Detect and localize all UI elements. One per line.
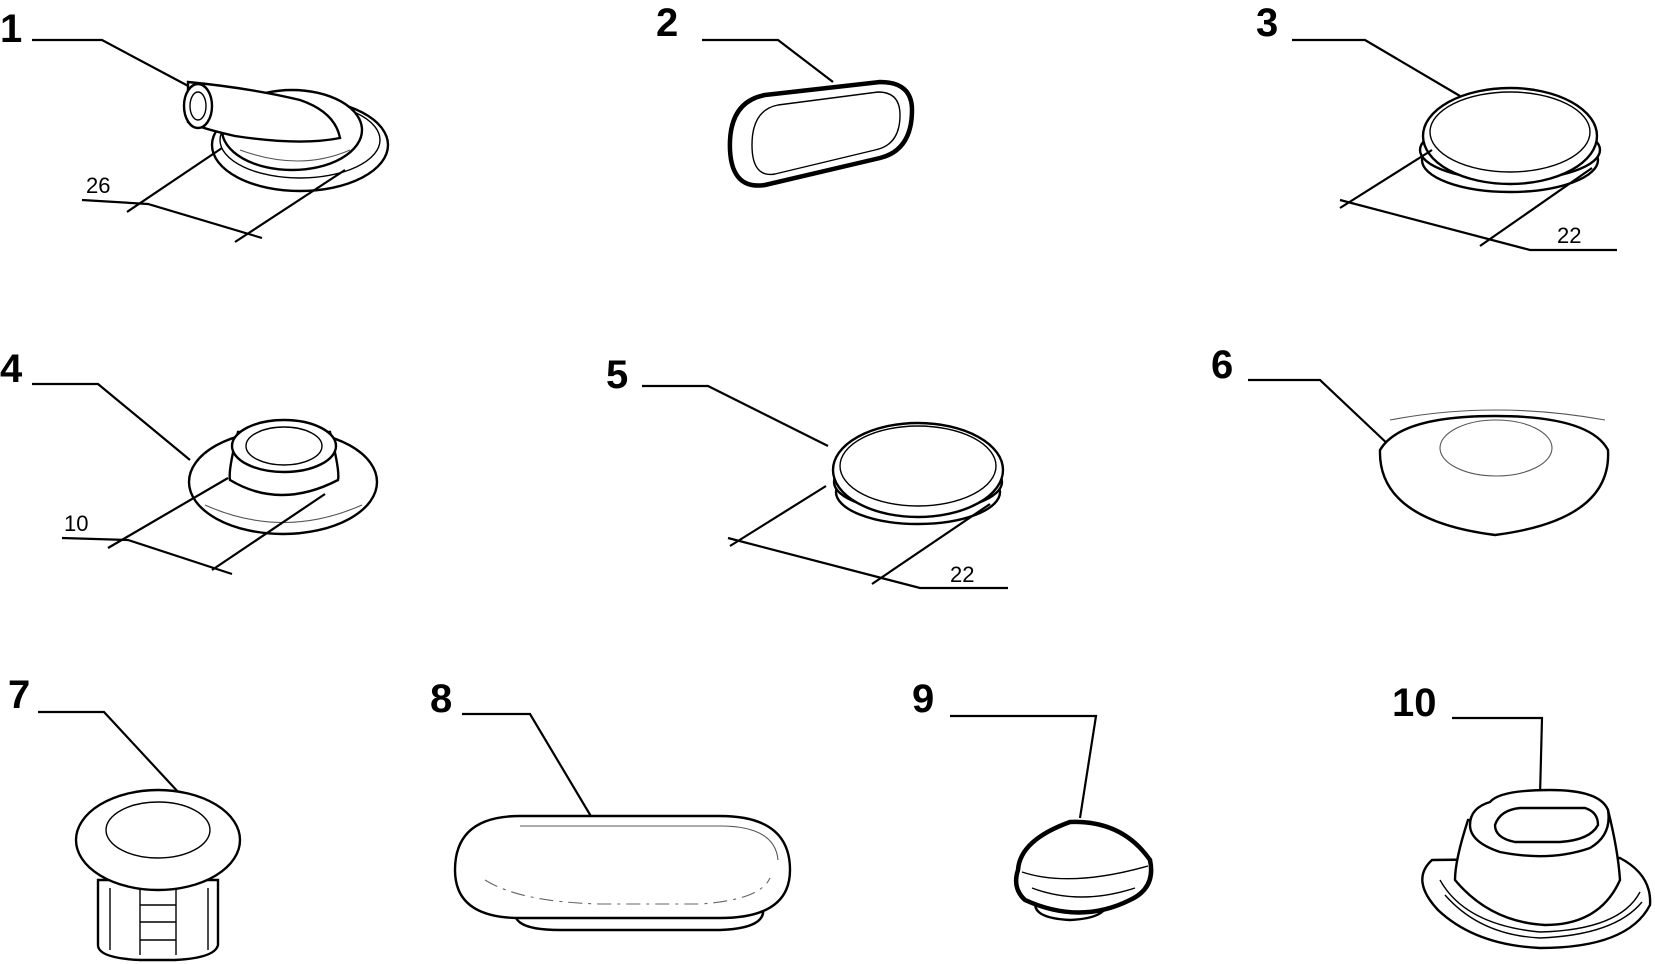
part-1: 1 26 (0, 7, 390, 243)
grommet-tube (186, 80, 342, 143)
callout-number: 3 (1256, 1, 1278, 45)
dimension-label: 22 (1557, 223, 1581, 248)
part-6: 6 (1211, 343, 1613, 537)
plug-body (1013, 819, 1154, 915)
callout-number: 9 (912, 677, 934, 721)
cap-top (1421, 86, 1599, 186)
plug-shank (96, 878, 220, 962)
dimension-label: 22 (950, 562, 974, 587)
part-8: 8 (430, 677, 792, 932)
oval-plug-body (727, 79, 915, 188)
leader-line (462, 712, 593, 819)
callout-number: 10 (1392, 681, 1437, 725)
part-2: 2 (656, 1, 915, 188)
leader-line (642, 384, 829, 447)
dimension-label: 26 (86, 173, 110, 198)
callout-number: 4 (0, 347, 23, 391)
callout-number: 7 (8, 673, 30, 717)
part-4: 4 10 (0, 347, 379, 576)
part-9: 9 (912, 677, 1154, 922)
part-3: 3 22 (1256, 1, 1617, 252)
oblong-cap (453, 814, 792, 920)
callout-number: 8 (430, 677, 452, 721)
leader-line (1452, 716, 1544, 797)
leader-line (32, 38, 193, 89)
grommet-slot (1493, 806, 1600, 844)
part-5: 5 22 (606, 353, 1008, 590)
callout-number: 1 (0, 7, 22, 51)
leader-line (1248, 378, 1393, 449)
dimension-label: 10 (64, 511, 88, 536)
callout-number: 6 (1211, 343, 1233, 387)
leader-line (950, 714, 1098, 819)
part-10: 10 (1392, 681, 1652, 950)
leader-line (702, 38, 834, 83)
leader-line (38, 710, 181, 795)
leader-line (32, 382, 191, 461)
cap-top (831, 421, 1005, 519)
plug-head (74, 788, 242, 892)
leader-line (1292, 38, 1461, 97)
callout-number: 2 (656, 1, 678, 45)
part-7: 7 (8, 673, 242, 962)
callout-number: 5 (606, 353, 628, 397)
